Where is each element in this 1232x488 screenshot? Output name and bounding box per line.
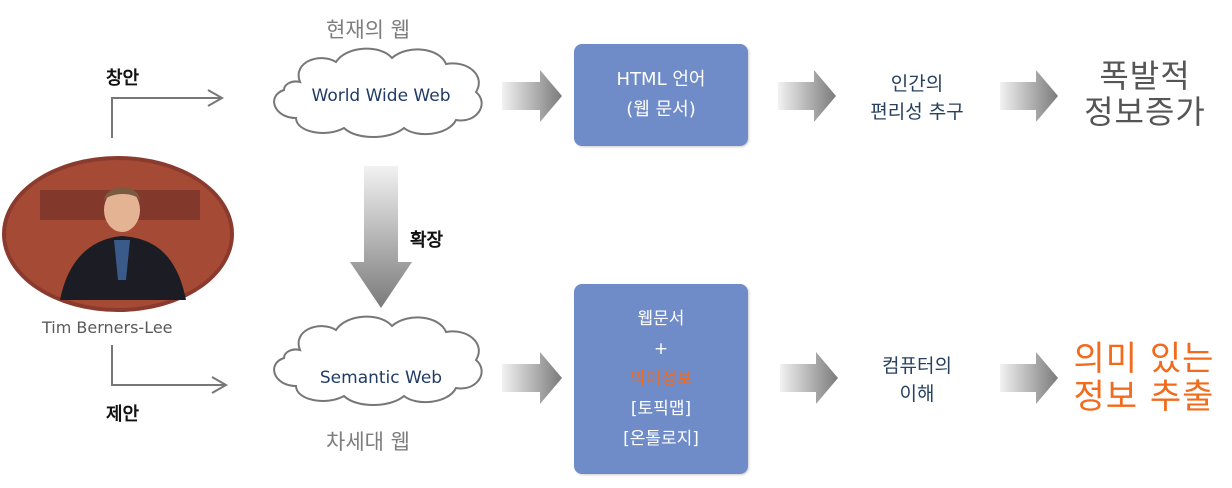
arrow-icon — [1000, 352, 1058, 404]
person-name: Tim Berners-Lee — [42, 318, 173, 337]
next-gen-web-caption: 차세대 웹 — [326, 430, 410, 454]
topic-map-line: [토픽맵] — [630, 399, 692, 419]
arrow-icon — [502, 352, 562, 404]
computer-understanding-text: 컴퓨터의 이해 — [842, 352, 992, 408]
computer-understanding-line2: 이해 — [899, 383, 935, 405]
computer-understanding-line1: 컴퓨터의 — [882, 355, 952, 377]
human-convenience-line2: 편리성 추구 — [870, 101, 964, 123]
arrow-icon — [780, 352, 838, 404]
human-convenience-text: 인간의 편리성 추구 — [842, 70, 992, 126]
meaningful-info-line1: 의미 있는 — [1073, 339, 1215, 379]
current-web-caption: 현재의 웹 — [326, 18, 410, 42]
proposal-bottom-connector — [111, 345, 229, 394]
info-explosion-line1: 폭발적 — [1099, 57, 1191, 95]
meaningful-info-extraction-text: 의미 있는 정보 추출 — [1064, 340, 1224, 416]
semantic-cloud-label: Semantic Web — [319, 368, 443, 388]
info-explosion-line2: 정보증가 — [1084, 93, 1206, 131]
meaning-info-line: 의미정보 — [629, 369, 693, 389]
human-convenience-line1: 인간의 — [890, 73, 944, 95]
html-box-line1: HTML 언어 — [616, 69, 706, 90]
meaningful-info-line2: 정보 추출 — [1073, 377, 1215, 417]
www-cloud-label: World Wide Web — [311, 86, 451, 106]
person-photo — [2, 156, 234, 312]
arrow-icon — [1000, 70, 1058, 122]
arrow-icon — [778, 70, 836, 122]
proposal-top-connector — [111, 89, 225, 138]
html-language-box: HTML 언어 (웹 문서) — [574, 44, 748, 146]
semantic-cloud-shape — [273, 315, 483, 406]
www-cloud-shape — [273, 47, 483, 138]
expand-label: 확장 — [410, 230, 444, 251]
info-explosion-text: 폭발적 정보증가 — [1070, 58, 1220, 130]
ontology-line: [온톨로지] — [623, 429, 699, 449]
arrow-icon — [502, 70, 562, 122]
semantic-content-box: 웹문서 + 의미정보 [토픽맵] [온톨로지] — [574, 284, 748, 474]
plus-line: + — [653, 339, 669, 359]
html-box-line2: (웹 문서) — [626, 99, 696, 120]
proposal-top-label: 창안 — [106, 68, 140, 89]
proposal-bottom-label: 제안 — [106, 404, 140, 425]
expand-arrow-icon — [350, 166, 412, 308]
web-document-line: 웹문서 — [637, 309, 685, 329]
